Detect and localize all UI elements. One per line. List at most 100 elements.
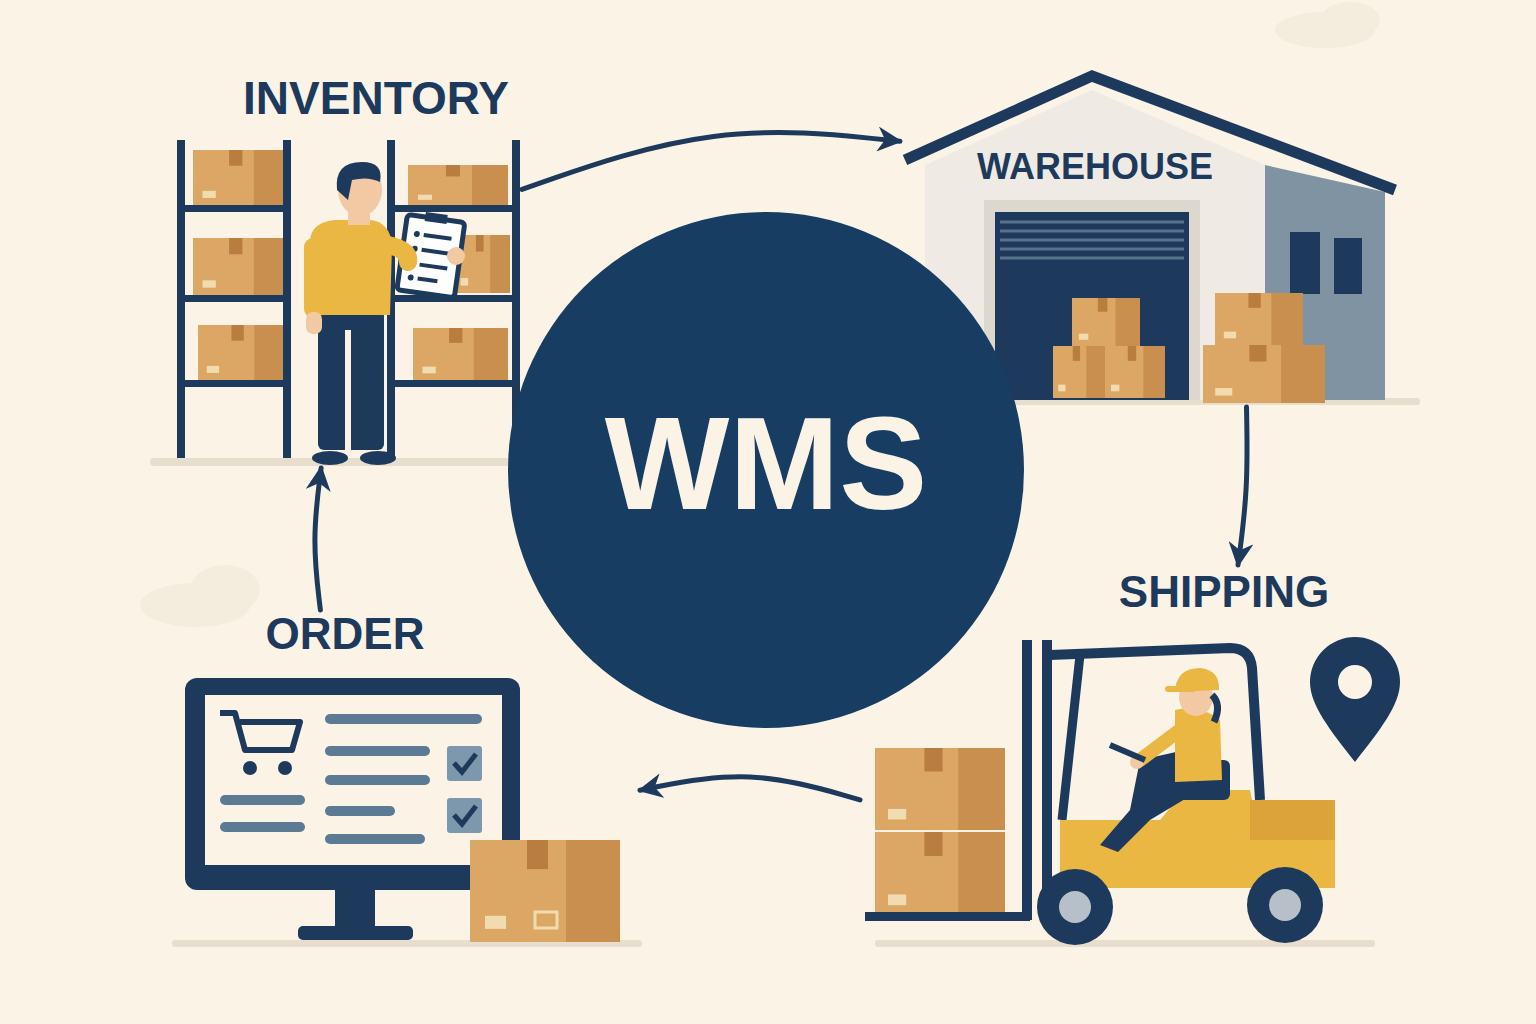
warehouse-building-part: [905, 76, 1395, 190]
inventory-shelves-part-part: [177, 295, 291, 302]
inventory-shelves-part: [193, 238, 288, 295]
inventory-shelves: [150, 140, 520, 466]
computer-monitor-part: [470, 840, 620, 942]
computer-monitor-part-part: [325, 746, 430, 756]
warehouse-building-part-part: [1000, 248, 1184, 251]
flow-arrow: [1238, 407, 1247, 565]
warehouse-building-part: [1105, 346, 1165, 398]
computer-monitor-part-part: [325, 775, 430, 785]
cart-icon-part: [220, 713, 300, 750]
warehouse-building-part: [1053, 346, 1105, 398]
computer-monitor-part-part: [220, 795, 305, 805]
worker-figure-part: [388, 245, 408, 262]
inventory-shelves-part: [193, 150, 288, 205]
computer-monitor-part-part: [325, 834, 425, 844]
location-pin-part: [1310, 637, 1400, 762]
warehouse-building-part: [995, 212, 1189, 400]
warehouse-building-part: [1215, 293, 1303, 345]
inventory-shelves-part: [198, 325, 286, 380]
inventory-shelves-part: [413, 328, 508, 380]
flow-arrow: [522, 133, 900, 190]
flow-arrow: [640, 777, 860, 800]
warehouse-building-part: [1203, 345, 1325, 403]
worker-figure-part: [360, 451, 396, 465]
warehouse-building-part-part: [1000, 221, 1184, 224]
worker-figure-part-part-part: [421, 248, 449, 256]
stage-heading: ORDER: [266, 612, 425, 656]
worker-figure: [304, 162, 466, 465]
worker-figure-part: [306, 312, 322, 334]
inventory-shelves-part-part: [387, 380, 520, 387]
flow-arrow: [315, 468, 321, 610]
computer-monitor-part: [205, 695, 502, 865]
worker-figure-part-part-part: [423, 233, 451, 241]
computer-monitor: [172, 678, 642, 947]
computer-monitor-part: [335, 890, 375, 930]
forklift-part: [1212, 695, 1218, 722]
worker-figure-part-part-part: [413, 231, 420, 238]
forklift-part: [1165, 686, 1195, 692]
forklift-part: [1022, 640, 1032, 920]
location-pin-part: [1338, 665, 1372, 699]
inventory-shelves-part: [408, 165, 508, 205]
forklift: [865, 640, 1375, 947]
warehouse-building-part-part: [1000, 230, 1184, 233]
computer-monitor-part: [220, 714, 482, 844]
stage-heading: INVENTORY: [243, 75, 509, 121]
forklift-part: [875, 832, 1005, 916]
circle-fill: [508, 212, 1024, 728]
cloud-part: [1320, 2, 1380, 38]
worker-figure-part-part-part: [417, 277, 437, 284]
warehouse-building-part: [1072, 298, 1140, 346]
worker-figure-part: [345, 330, 351, 455]
computer-monitor-part: [454, 806, 476, 824]
computer-monitor-part-part: [325, 806, 395, 816]
warehouse-building-part-part: [1000, 239, 1184, 242]
computer-monitor-part: [185, 678, 520, 890]
stage-panel: ORDER: [170, 610, 640, 950]
stage-heading: WAREHOUSE: [977, 149, 1213, 185]
forklift-part: [865, 912, 1030, 921]
inventory-shelves-part: [177, 140, 520, 458]
inventory-shelves-part-part: [387, 205, 520, 212]
hub-label: WMS: [605, 398, 928, 530]
worker-figure-part: [304, 238, 324, 318]
computer-monitor-part: [243, 761, 257, 775]
forklift-part: [1269, 889, 1301, 921]
worker-figure-part: [337, 162, 381, 200]
hub-circle: WMS: [508, 212, 1024, 728]
computer-monitor-part: [535, 912, 557, 928]
forklift-part: [1250, 800, 1335, 840]
inventory-shelves-part-part: [177, 205, 291, 212]
forklift-part: [875, 748, 1005, 830]
computer-monitor-part-part: [325, 714, 482, 724]
warehouse-building-part: [1334, 238, 1362, 294]
warehouse-building-part-part: [1000, 257, 1184, 260]
forklift-part: [1059, 891, 1091, 923]
stage-panel: INVENTORY: [150, 70, 522, 468]
computer-monitor-part: [454, 754, 476, 772]
computer-monitor-part: [447, 746, 482, 781]
warehouse-building-part: [1000, 222, 1184, 258]
warehouse-building-part: [1290, 232, 1320, 294]
forklift-part: [1247, 867, 1323, 943]
stage-panel: SHIPPING: [860, 565, 1400, 950]
warehouse-building-part: [984, 200, 1200, 400]
forklift-part: [1140, 730, 1180, 760]
inventory-shelves-part-part: [177, 380, 291, 387]
worker-figure-part-part-part: [419, 263, 447, 271]
forklift-part: [1062, 655, 1080, 820]
worker-figure-part-part: [425, 212, 448, 224]
forklift-part: [1110, 745, 1145, 760]
computer-monitor-part: [278, 761, 292, 775]
forklift-part: [1037, 869, 1113, 945]
cloud-part: [190, 565, 260, 615]
computer-monitor-part-part: [220, 822, 305, 832]
cart-icon: [220, 713, 300, 750]
stage-heading: SHIPPING: [1119, 570, 1329, 614]
forklift-part: [875, 940, 1375, 947]
computer-monitor-part: [298, 926, 413, 940]
worker-figure-part-part-part: [407, 274, 414, 281]
worker-figure-part: [447, 247, 465, 265]
